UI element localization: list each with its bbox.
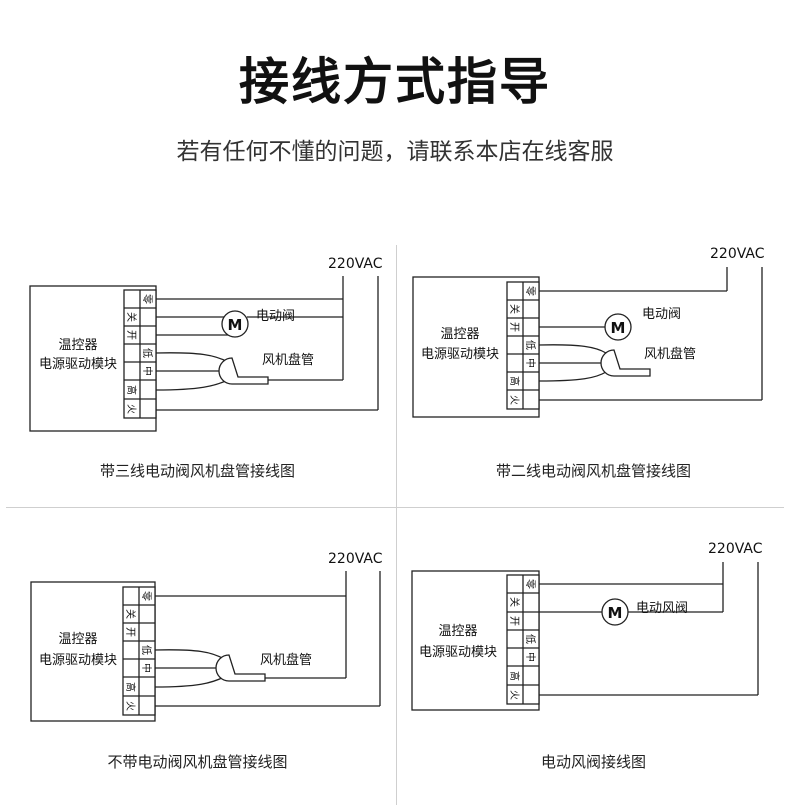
terminal-high: 高 (508, 671, 521, 681)
terminal-open: 开 (125, 330, 136, 340)
diagram-fan-coil-no-valve: 温控器 电源驱动模块 零 关 开 低 中 高 火 220VAC 风机盘管 (30, 551, 383, 722)
diagram-two-wire-valve-fan-coil: 温控器 电源驱动模块 零 关 开 低 中 高 火 220VAC M 电动阀 风机… (412, 246, 765, 418)
controller-label-line2: 电源驱动模块 (39, 357, 117, 372)
voltage-label: 220VAC (328, 551, 383, 567)
fan-coil-icon (218, 357, 269, 385)
valve-label: 电动阀 (642, 307, 681, 322)
terminal-mid: 中 (141, 366, 154, 376)
diagram-caption: 不带电动阀风机盘管接线图 (107, 753, 288, 771)
diagram-caption: 带二线电动阀风机盘管接线图 (495, 462, 691, 480)
terminal-strip: 零 关 开 低 中 高 火 (123, 289, 157, 419)
fan-coil-label: 风机盘管 (644, 346, 696, 362)
terminal-low: 低 (524, 634, 537, 644)
diagram-electric-air-damper: 温控器 电源驱动模块 零 关 开 低 中 高 火 220VAC M 电动风阀 (411, 541, 763, 711)
controller-label-line2: 电源驱动模块 (39, 653, 117, 668)
wiring (155, 276, 379, 411)
wiring (539, 562, 759, 696)
divider-vertical (396, 245, 397, 805)
terminal-neutral: 零 (524, 286, 536, 296)
terminal-low: 低 (140, 645, 153, 655)
wiring (538, 267, 763, 401)
terminal-strip: 零 关 开 低 中 高 火 (122, 586, 156, 716)
controller-label-line1: 温控器 (438, 624, 477, 639)
controller-label-line1: 温控器 (58, 338, 97, 353)
voltage-label: 220VAC (708, 541, 763, 557)
terminal-strip: 零 关 开 低 中 高 火 (506, 281, 540, 410)
terminal-neutral: 零 (524, 579, 536, 589)
controller-label-line1: 温控器 (440, 327, 479, 342)
valve-label: 电动阀 (256, 309, 295, 324)
terminal-low: 低 (141, 348, 154, 358)
diagram-caption: 电动风阀接线图 (540, 753, 646, 771)
terminal-live: 火 (125, 404, 137, 414)
diagram-caption: 带三线电动阀风机盘管接线图 (99, 462, 295, 480)
terminal-mid: 中 (140, 663, 153, 673)
divider-horizontal (6, 507, 784, 508)
terminal-live: 火 (508, 690, 520, 700)
damper-motor-icon (601, 598, 629, 626)
terminal-low: 低 (524, 340, 537, 350)
fan-coil-label: 风机盘管 (260, 652, 312, 668)
voltage-label: 220VAC (328, 256, 383, 272)
terminal-close: 关 (508, 304, 521, 314)
valve-motor-icon (221, 310, 249, 338)
terminal-high: 高 (124, 682, 137, 692)
wiring (154, 571, 381, 707)
terminal-close: 关 (125, 312, 138, 322)
controller-label-line2: 电源驱动模块 (421, 347, 499, 362)
voltage-label: 220VAC (710, 246, 765, 262)
diagram-three-wire-valve-fan-coil: 温控器 电源驱动模块 零 关 开 低 中 高 火 220VAC M 电动阀 风机… (29, 256, 383, 432)
motor-symbol: M (608, 604, 623, 622)
terminal-live: 火 (124, 701, 136, 711)
fan-coil-icon (600, 349, 651, 377)
controller-label-line1: 温控器 (58, 632, 97, 647)
motor-symbol: M (611, 319, 626, 337)
page-title: 接线方式指导 (239, 53, 551, 111)
terminal-neutral: 零 (141, 294, 153, 304)
terminal-close: 关 (508, 597, 521, 607)
motor-symbol: M (228, 316, 243, 334)
terminal-mid: 中 (524, 652, 537, 662)
terminal-mid: 中 (524, 358, 537, 368)
terminal-strip: 零 关 开 低 中 高 火 (506, 574, 540, 705)
terminal-high: 高 (125, 385, 138, 395)
fan-coil-icon (215, 654, 266, 682)
page-subtitle: 若有任何不懂的问题，请联系本店在线客服 (176, 139, 614, 165)
terminal-close: 关 (124, 609, 137, 619)
damper-label: 电动风阀 (636, 601, 688, 616)
valve-motor-icon (604, 313, 632, 341)
terminal-live: 火 (508, 395, 520, 405)
fan-coil-label: 风机盘管 (262, 352, 314, 368)
terminal-open: 开 (508, 322, 519, 332)
terminal-high: 高 (508, 376, 521, 386)
terminal-open: 开 (124, 627, 135, 637)
terminal-open: 开 (508, 616, 519, 626)
terminal-neutral: 零 (140, 591, 152, 601)
controller-label-line2: 电源驱动模块 (419, 645, 497, 660)
